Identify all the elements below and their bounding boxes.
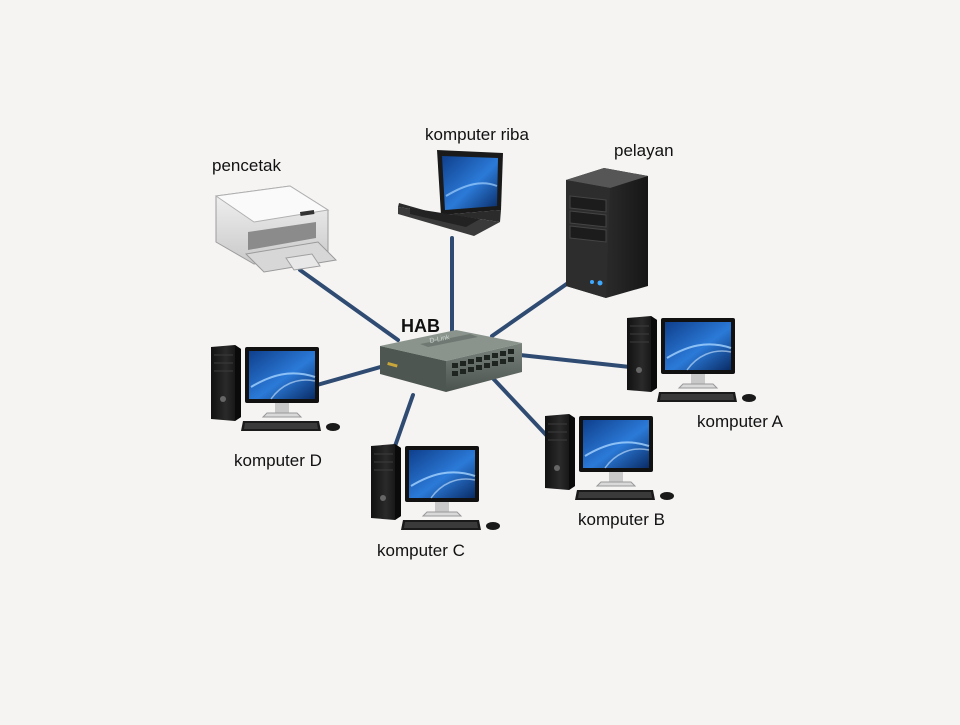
cable-pc-b — [485, 370, 550, 439]
pc-c-icon — [371, 444, 500, 530]
label-server: pelayan — [614, 141, 674, 160]
hub-switch-icon: D-Link — [380, 330, 522, 392]
pc-d-icon — [211, 345, 340, 431]
laptop-icon — [398, 150, 503, 236]
label-pc-b: komputer B — [578, 510, 665, 529]
label-printer: pencetak — [212, 156, 281, 175]
pc-a-icon — [627, 316, 756, 402]
pc-b-icon — [545, 414, 674, 500]
cable-printer — [298, 268, 400, 342]
cables — [298, 236, 632, 468]
label-pc-d: komputer D — [234, 451, 322, 470]
label-laptop: komputer riba — [425, 125, 529, 144]
printer-icon — [214, 185, 338, 273]
hub-brand-text: D-Link — [429, 334, 451, 345]
cable-pc-d — [315, 364, 386, 387]
label-hub: HAB — [401, 316, 440, 336]
cable-server — [490, 281, 570, 338]
label-pc-a: komputer A — [697, 412, 783, 431]
cable-pc-a — [518, 353, 632, 369]
server-icon — [566, 168, 648, 298]
label-pc-c: komputer C — [377, 541, 465, 560]
